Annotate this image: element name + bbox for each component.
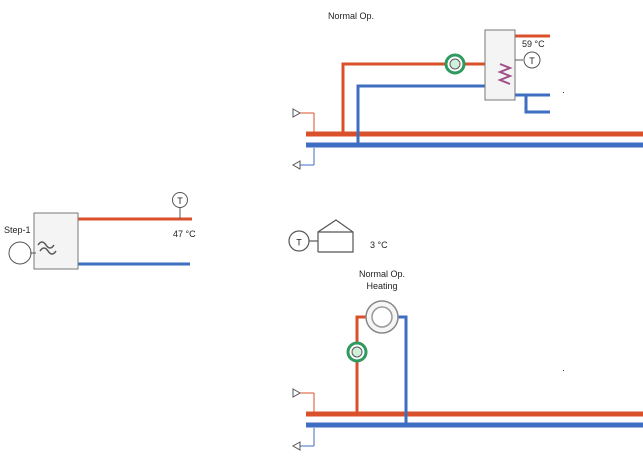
boiler-stage-label: Step-1 <box>4 225 31 235</box>
boiler-flow-sensor-icon[interactable]: T <box>172 192 188 208</box>
heating-pump-icon[interactable] <box>346 341 368 363</box>
bottom-return-arrow <box>291 428 315 451</box>
dhw-supply-pipe <box>341 62 506 134</box>
heating-consumer-icon[interactable] <box>365 300 399 334</box>
burner-status-icon[interactable] <box>8 241 32 265</box>
svg-text:T: T <box>177 196 183 206</box>
svg-text:T: T <box>296 238 302 248</box>
dhw-circuit-status: Normal Op. <box>328 11 374 21</box>
boiler-flow-temperature: 47 °C <box>173 229 196 239</box>
tank-temperature-sensor-icon[interactable]: T <box>523 51 541 69</box>
top-flow-arrow <box>292 108 315 132</box>
heating-return-pipe <box>398 315 408 425</box>
dhw-return-pipe <box>356 84 514 145</box>
top-return-arrow <box>291 148 315 170</box>
svg-text:T: T <box>529 56 535 66</box>
tank-cold-inlet <box>514 93 550 114</box>
tank-temperature: 59 °C <box>522 39 545 49</box>
outdoor-temperature: 3 °C <box>370 240 388 250</box>
tank-outlet-marker: · <box>562 87 565 97</box>
bottom-marker: · <box>562 365 565 375</box>
hot-water-tank[interactable] <box>484 29 516 101</box>
burner-flame-icon <box>37 241 57 255</box>
tank-heat-exchanger-coil <box>497 63 513 85</box>
outdoor-sensor-icon[interactable]: T <box>288 230 310 252</box>
dhw-pump-icon[interactable] <box>444 53 466 75</box>
heating-supply-pipe <box>355 315 366 414</box>
heating-circuit-mode: Heating <box>366 281 397 291</box>
boiler-unit[interactable] <box>33 212 79 270</box>
house-icon <box>317 219 354 253</box>
bottom-flow-arrow <box>292 388 315 412</box>
heating-circuit-status: Normal Op. <box>359 269 405 279</box>
